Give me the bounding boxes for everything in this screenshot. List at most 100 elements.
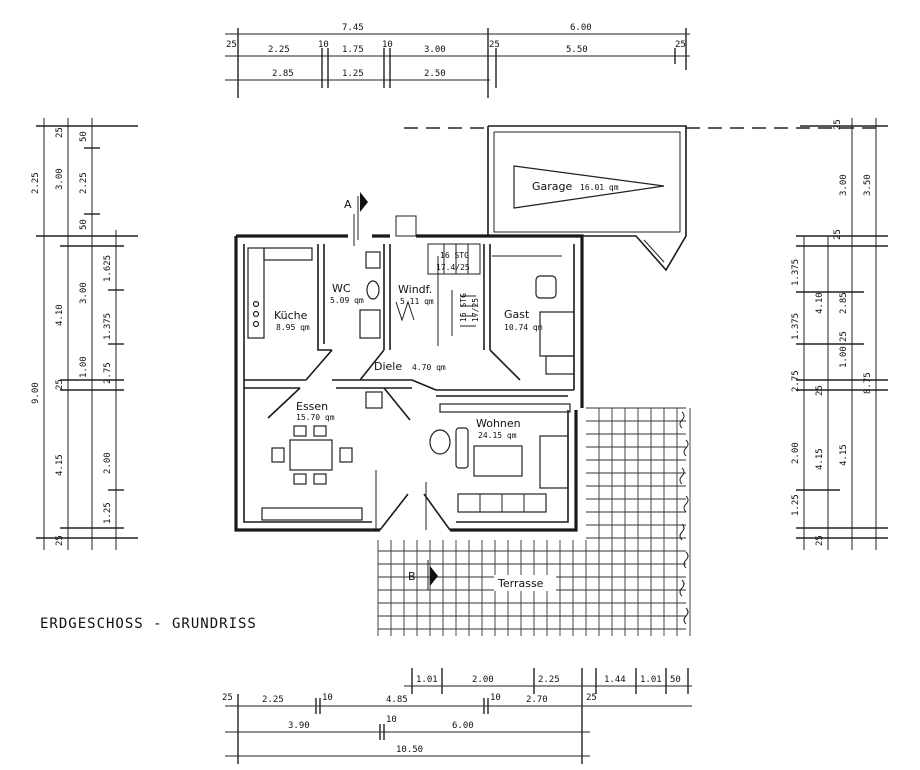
windfang: 16 STG 17.4/25 16 STG 17/25 Windf. 5.11 … [395,215,481,336]
wc-area: 5.09 qm [330,296,364,305]
dim-bottom-row2-4: 4.85 [386,695,408,705]
dim-bottom-row2-3: 10 [322,693,333,703]
dim-right-col3-2: 2.85 [839,292,849,314]
dim-left-col1-2: 9.00 [31,382,41,404]
dim-right-col1-2: 1.375 [791,259,801,286]
dim-left-col2-4: 25 [55,379,65,390]
kueche: Küche 8.95 qm [247,247,313,339]
wc-name: WC [332,282,351,295]
wc: WC 5.09 qm [330,214,381,339]
dim-left-col3-10: 1.25 [103,502,113,524]
dim-left-col3-3: 50 [79,219,89,230]
dim-bottom-row1-6: 50 [670,675,681,685]
dim-right-top-25: 25 [833,229,843,240]
dim-top-row2-8: 5.50 [566,45,588,55]
dim-left-col3-7: 1.00 [79,356,89,378]
dim-bottom-row1-4: 1.44 [604,675,626,685]
dim-bottom-row3-1: 3.90 [288,721,310,731]
bottom-dimensions: 1.01 2.00 2.25 1.44 1.01 50 25 2.25 10 4… [222,668,692,764]
planting-mark [679,523,685,541]
planting-mark [683,495,689,513]
dim-top-row3-1: 2.85 [272,69,294,79]
gast: Gast 10.74 qm [492,255,575,375]
dim-right-col3-3: 25 [839,331,849,342]
diele: Diele 4.70 qm [365,360,446,409]
dim-bottom-row4-1: 10.50 [396,745,423,755]
dim-top-row2-4: 1.75 [342,45,364,55]
dim-top-row2-5: 10 [382,40,393,50]
gast-name: Gast [504,308,530,321]
dim-top-row2-1: 25 [226,40,237,50]
dim-right-col1-4: 2.00 [791,442,801,464]
dim-bottom-row3-3: 6.00 [452,721,474,731]
terrasse-label-backdrop [494,575,556,591]
dim-right-col2-4: 4.15 [815,448,825,470]
dim-top-row2-2: 2.25 [268,45,290,55]
essen: Essen 15.70 qm [261,400,363,521]
dim-bottom-row3-2: 10 [386,715,397,725]
dim-top-row2-3: 10 [318,40,329,50]
dim-left-col2-5: 4.15 [55,454,65,476]
dim-bottom-row2-6: 2.70 [526,695,548,705]
wohnen-name: Wohnen [476,417,521,430]
dim-right-col1-5: 1.25 [791,494,801,516]
kueche-name: Küche [274,309,308,322]
essen-name: Essen [296,400,328,413]
dim-top-row3-2: 1.25 [342,69,364,79]
dim-left-col1-1: 2.25 [31,172,41,194]
dim-right-col1-6: 25 [815,535,825,546]
dim-top-row2-7: 25 [489,40,500,50]
dim-right-col3-1: 3.00 [839,174,849,196]
essen-area: 15.70 qm [296,413,335,422]
dim-left-col3-8: 2.75 [103,362,113,384]
dim-left-col3-6: 1.375 [103,313,113,340]
stair-lower-ratio: 17/25 [471,298,480,322]
plan-title: ERDGESCHOSS - GRUNDRISS [40,616,257,632]
dim-left-col2-3: 4.10 [55,304,65,326]
dim-top-row1-1: 7.45 [342,23,364,33]
dim-right-col2-2: 4.10 [815,292,825,314]
right-dimensions: 25 3.00 3.50 25 1.375 4.10 2.85 1.375 25… [791,118,888,550]
terrasse [377,407,691,636]
interior-walls [244,244,574,530]
planting-mark [679,411,685,429]
planting-mark [683,607,689,625]
kueche-area: 8.95 qm [276,323,310,332]
terrasse-name: Terrasse [497,577,544,590]
dim-top-row3-3: 2.50 [424,69,446,79]
windf-name: Windf. [398,283,432,296]
dim-right-col3-6: 1.375 [791,313,801,340]
dim-top-row1-2: 6.00 [570,23,592,33]
section-b-label: B [408,570,416,583]
dim-left-col2-1: 25 [55,127,65,138]
dim-bottom-row2-2: 2.25 [262,695,284,705]
dim-bottom-row2-7: 25 [586,693,597,703]
dim-right-col4-1: 3.50 [863,174,873,196]
dim-bottom-row1-3: 2.25 [538,675,560,685]
diele-name: Diele [374,360,402,373]
dim-top-row2-6: 3.00 [424,45,446,55]
section-marker-a: A [344,192,368,240]
dim-left-col2-2: 3.00 [55,168,65,190]
dim-right-col3-7: 4.15 [839,444,849,466]
dim-top-row2-9: 25 [675,40,686,50]
dim-left-col3-5: 3.00 [79,282,89,304]
planting-mark [679,579,685,597]
planting-mark [679,467,685,485]
stair-lower-label: 16 STG [459,293,468,322]
windf-area: 5.11 qm [400,297,434,306]
outer-walls [234,234,584,532]
planting-mark [683,551,689,569]
gast-area: 10.74 qm [504,323,543,332]
dim-right-col3-0: 25 [833,119,843,130]
garage-name: Garage [532,180,573,193]
dim-left-col3-4: 1.625 [103,255,113,282]
dim-left-col3-1: 50 [79,131,89,142]
garage-area: 16.01 qm [580,183,619,192]
left-dimensions: 2.25 9.00 25 3.00 4.10 25 4.15 25 50 2.2… [31,118,138,550]
wohnen: Wohnen 24.15 qm [429,403,571,513]
dim-right-col4-2: 8.75 [863,372,873,394]
dim-bottom-row2-5: 10 [490,693,501,703]
dim-right-col2-3: 25 [815,385,825,396]
